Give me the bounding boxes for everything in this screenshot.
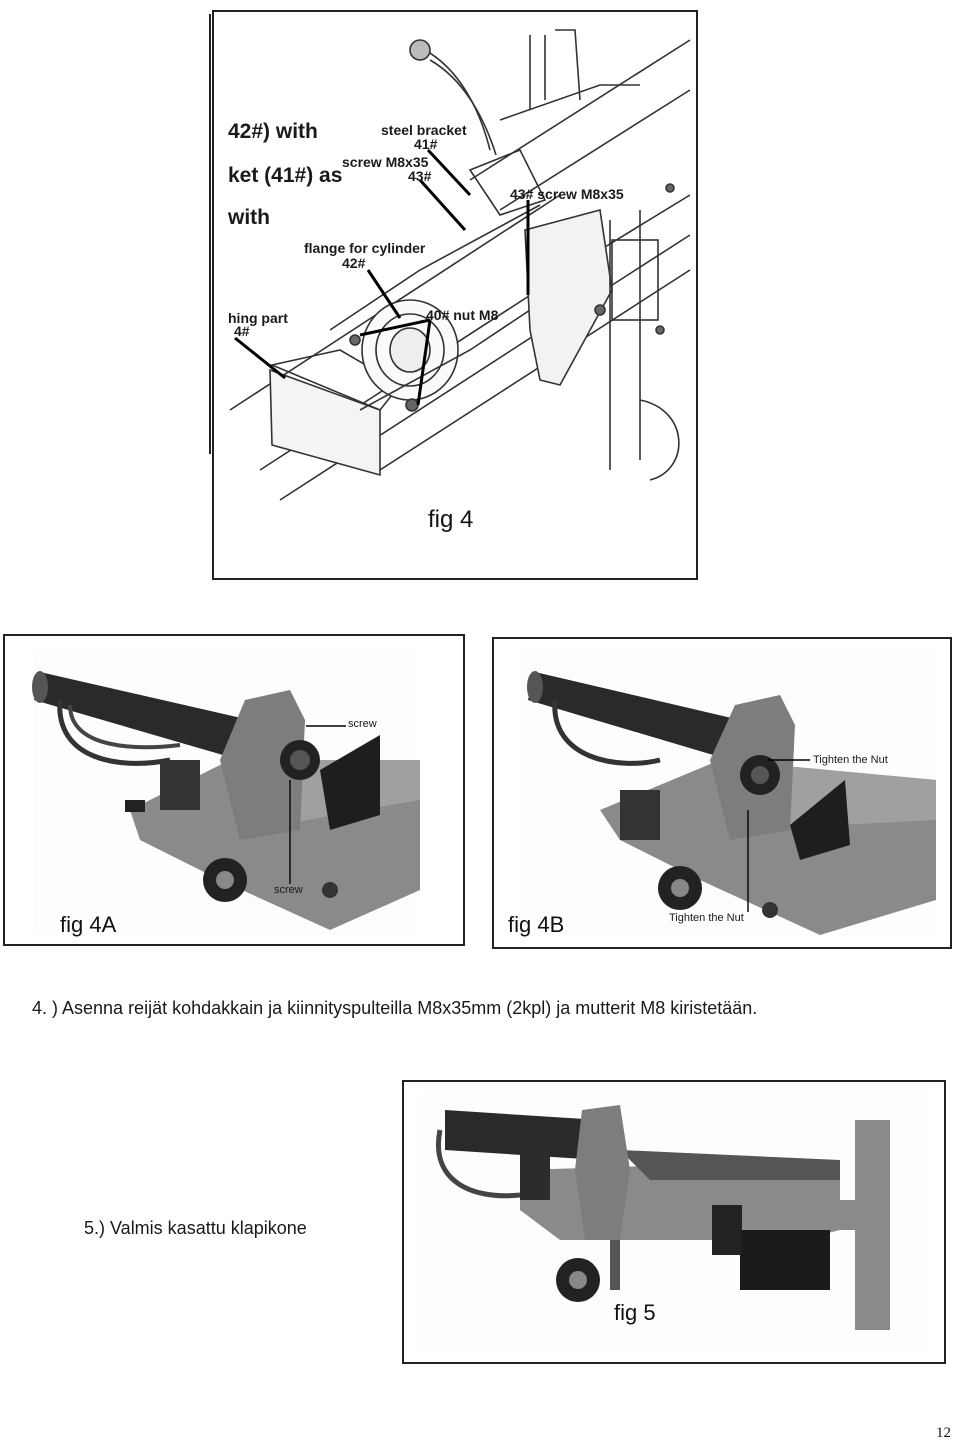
label-screw-m8x35: screw M8x35 xyxy=(342,154,429,170)
fig4b-photo xyxy=(527,671,936,935)
fig4a-screw-top-label: screw xyxy=(348,718,377,730)
label-4: 4# xyxy=(234,323,250,339)
fig4a-screw-bottom-label: screw xyxy=(274,884,303,896)
page-number: 12 xyxy=(936,1425,951,1441)
fig4-panel xyxy=(212,10,698,580)
fig5-photo xyxy=(436,1105,890,1330)
fig4a-caption: fig 4A xyxy=(60,912,117,937)
fig4-left-text-2: ket (41#) as xyxy=(228,164,343,187)
label-42: 42# xyxy=(342,255,366,271)
fig4-left-text-3: with xyxy=(228,206,270,229)
fig4-left-text-1: 42#) with xyxy=(228,120,318,143)
fig4a-photo xyxy=(32,671,420,930)
fig5-caption: fig 5 xyxy=(614,1300,656,1325)
label-hing-part: hing part xyxy=(228,310,288,326)
step4-instruction: 4. ) Asenna reijät kohdakkain ja kiinnit… xyxy=(32,998,758,1018)
fig4b-tighten-top-label: Tighten the Nut xyxy=(813,754,888,766)
fig4b-caption: fig 4B xyxy=(508,912,565,937)
label-43-screw: 43# screw M8x35 xyxy=(510,186,624,202)
fig4-drawing xyxy=(229,29,691,501)
fig4-caption: fig 4 xyxy=(428,506,474,533)
label-41: 41# xyxy=(414,136,438,152)
fig4b-tighten-bottom-label: Tighten the Nut xyxy=(669,912,744,924)
label-43: 43# xyxy=(408,168,432,184)
fig4-left-rule xyxy=(209,14,211,454)
label-steel-bracket: steel bracket xyxy=(381,122,467,138)
label-flange: flange for cylinder xyxy=(304,240,426,256)
step5-instruction: 5.) Valmis kasattu klapikone xyxy=(84,1218,307,1238)
label-nut-m8: 40# nut M8 xyxy=(426,307,499,323)
